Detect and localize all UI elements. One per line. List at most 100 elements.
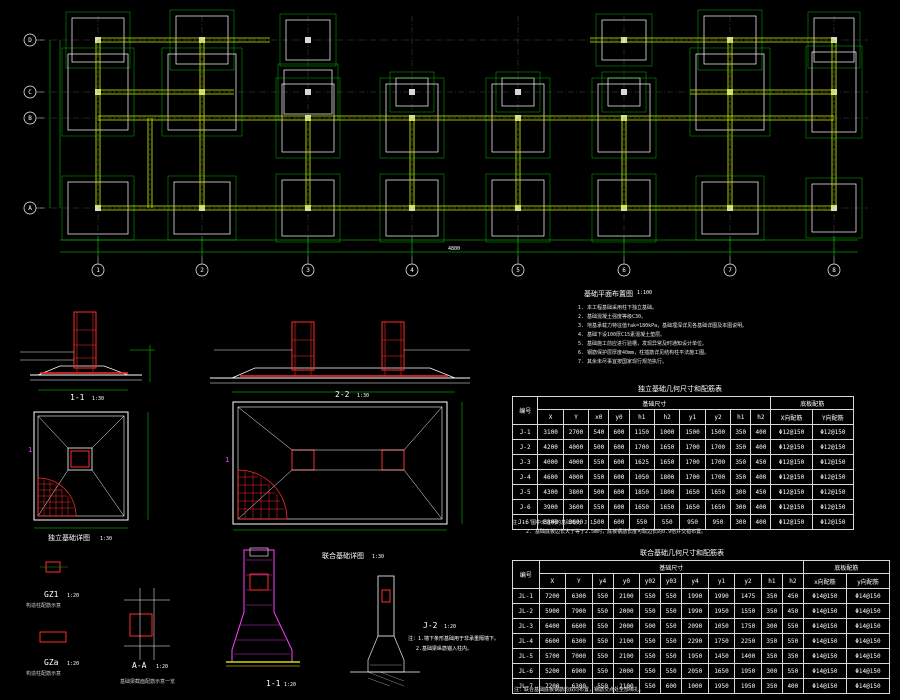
table-cell: 1050: [628, 469, 655, 485]
footing-dimension-box: [389, 71, 435, 113]
table-header-cell: x向配筋: [802, 573, 847, 589]
table-cell: 300: [760, 663, 783, 679]
axis-number: 1: [96, 267, 100, 274]
table-cell: J-3: [511, 454, 539, 470]
table-cell: 1625: [628, 454, 655, 470]
column: [409, 89, 415, 95]
table-cell: 1950: [681, 648, 709, 664]
note-line: 7. 其余未尽事宜按国家现行规范执行。: [578, 359, 668, 365]
table-cell: Φ12@150: [770, 454, 813, 470]
table-cell: Φ14@150: [845, 618, 891, 634]
section-a-a-title: A-A: [132, 661, 147, 670]
table-header-cell: y03: [660, 573, 683, 589]
table-cell: 2090: [681, 618, 709, 634]
axis-bubble: [405, 263, 419, 277]
table-cell: 400: [750, 469, 772, 485]
section-1-1-detail: 1-1 1:30: [20, 311, 155, 402]
table-cell: 550: [639, 663, 662, 679]
table-cell: 350: [730, 469, 752, 485]
table-cell: 1700: [704, 454, 732, 470]
table-cell: 6300: [565, 588, 593, 604]
section-2-2-detail: 2-2 1:30: [210, 321, 470, 399]
table-cell: JL-2: [512, 603, 540, 619]
table-cell: 350: [760, 588, 783, 604]
strip-footing-scale: 1:20: [284, 682, 296, 688]
axis-bubble: [23, 33, 37, 47]
table-header-cell: Y: [562, 409, 590, 425]
table-cell: 1990: [681, 588, 709, 604]
table-cell: 600: [608, 439, 630, 455]
axis-number: 8: [832, 267, 836, 274]
gz1-title: GZ1: [44, 590, 59, 599]
table-cell: 1950: [707, 678, 736, 694]
axis-bubble: [195, 263, 209, 277]
table-cell: Φ12@150: [770, 469, 813, 485]
table-cell: 550: [591, 648, 614, 664]
table-cell: JL-4: [512, 633, 540, 649]
table-cell: 6900: [565, 663, 593, 679]
table-cell: 1650: [679, 499, 706, 515]
table-cell: 1700: [679, 454, 706, 470]
table-cell: 550: [628, 514, 655, 530]
table-cell: Φ12@150: [770, 424, 813, 440]
table-cell: 300: [760, 618, 783, 634]
table-cell: JL-5: [512, 648, 540, 664]
table-cell: 1700: [704, 469, 732, 485]
table-cell: 1550: [734, 603, 762, 619]
table-cell: JL-3: [512, 618, 540, 634]
axis-bubble: [91, 263, 105, 277]
table-header-cell: h1: [628, 409, 655, 425]
table-cell: 350: [760, 603, 783, 619]
table-cell: 550: [591, 603, 614, 619]
table-cell: 350: [760, 678, 783, 694]
foundation-beam: [690, 89, 834, 95]
section-2-2-title: 2-2: [335, 390, 350, 399]
table-cell: 300: [730, 514, 752, 530]
axis-number: 6: [622, 267, 626, 274]
table-cell: 1750: [734, 618, 762, 634]
table-cell: Φ14@150: [802, 648, 847, 664]
table-cell: 500: [588, 484, 610, 500]
axis-letter: C: [28, 89, 32, 96]
table-cell: 2100: [612, 633, 641, 649]
table-cell: 550: [591, 678, 614, 694]
table-cell: 1650: [707, 663, 736, 679]
table-cell: JL-6: [512, 663, 540, 679]
table-cell: 4000: [562, 439, 590, 455]
table1-notes: 注：1. 图中未注明的基础均为 J-1。 2. 基础底板边长大于等于2.5m时，…: [512, 519, 706, 537]
notes-title: 基础平面布置图: [584, 290, 633, 298]
axis-bubble: [617, 263, 631, 277]
table-cell: 1700: [628, 439, 655, 455]
table2-header-id: 编号: [512, 560, 540, 589]
wall-foundation-section: J-2 1:20 注：1.墙下条形基础用于非承重隔墙下。 2.基础梁纵筋锚入柱内…: [350, 575, 499, 687]
table-cell: 2100: [612, 648, 641, 664]
column: [305, 89, 311, 95]
wall-note-1: 注：1.墙下条形基础用于非承重隔墙下。: [408, 635, 499, 642]
table-cell: 350: [730, 424, 752, 440]
table-cell: Φ14@150: [845, 678, 891, 694]
foundation-beam: [727, 118, 733, 208]
combined-footing-scale: 1:30: [372, 554, 384, 560]
table-cell: 400: [750, 499, 772, 515]
table-header-cell: y02: [639, 573, 662, 589]
table-header-cell: h2: [781, 573, 804, 589]
table-cell: 1750: [707, 633, 736, 649]
table-header-cell: y4: [591, 573, 614, 589]
strip-footing-title: 1-1: [266, 679, 281, 688]
table-cell: 550: [660, 648, 683, 664]
table-cell: 550: [588, 499, 610, 515]
table-header-cell: Y向配筋: [811, 409, 855, 425]
table1-note: 2. 基础底板边长大于等于2.5m时，底板钢筋长度可取边长的0.9倍并交错布置。: [526, 529, 707, 535]
table2-note: 注：联合基础底板钢筋均双向布置，钢筋交点处全部绑扎。: [514, 687, 645, 693]
table-cell: 5700: [538, 648, 567, 664]
table-cell: 1850: [628, 484, 655, 500]
wall-foundation-scale: 1:20: [444, 624, 456, 630]
